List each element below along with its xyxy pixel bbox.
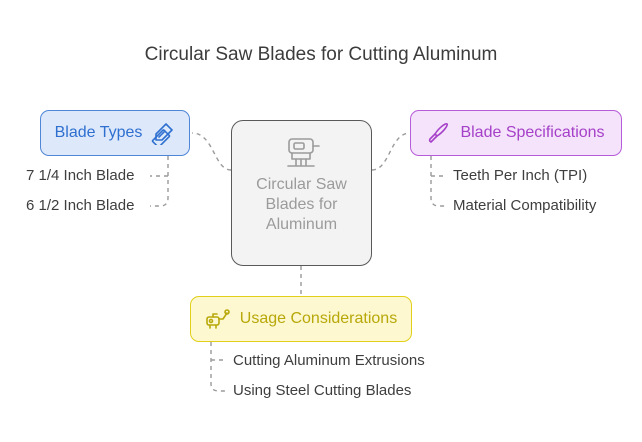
usage-considerations-item-2: Using Steel Cutting Blades (233, 382, 412, 399)
saw-icon (283, 137, 321, 169)
usage-considerations-item-1: Cutting Aluminum Extrusions (233, 352, 425, 369)
pencil-ruler-icon (151, 121, 175, 145)
usage-considerations-node[interactable]: Usage Considerations (190, 296, 412, 342)
diagram-title: Circular Saw Blades for Cutting Aluminum (144, 44, 498, 65)
blade-types-item-2: 6 1/2 Inch Blade (26, 197, 135, 214)
blade-types-item-1: 7 1/4 Inch Blade (26, 167, 135, 184)
blade-specifications-node[interactable]: Blade Specifications (410, 110, 622, 156)
tools-icon (205, 307, 231, 331)
blade-specifications-item-1: Teeth Per Inch (TPI) (453, 167, 588, 184)
blade-types-label: Blade Types (54, 124, 143, 141)
knife-icon (427, 121, 451, 145)
blade-specifications-item-2: Material Compatibility (453, 197, 597, 214)
blade-specifications-label: Blade Specifications (460, 124, 605, 141)
connector-center-blade-specs (371, 132, 411, 171)
blade-types-node[interactable]: Blade Types (40, 110, 190, 156)
usage-considerations-label: Usage Considerations (239, 310, 398, 327)
connector-center-blade-types (191, 132, 232, 171)
connector-blade-specs-leaves (430, 156, 447, 207)
center-node: Circular Saw Blades for Aluminum (231, 120, 372, 266)
center-label: Circular Saw Blades for Aluminum (256, 176, 347, 233)
connector-usage-leaves (210, 342, 226, 392)
connector-blade-types-leaves (150, 156, 169, 207)
